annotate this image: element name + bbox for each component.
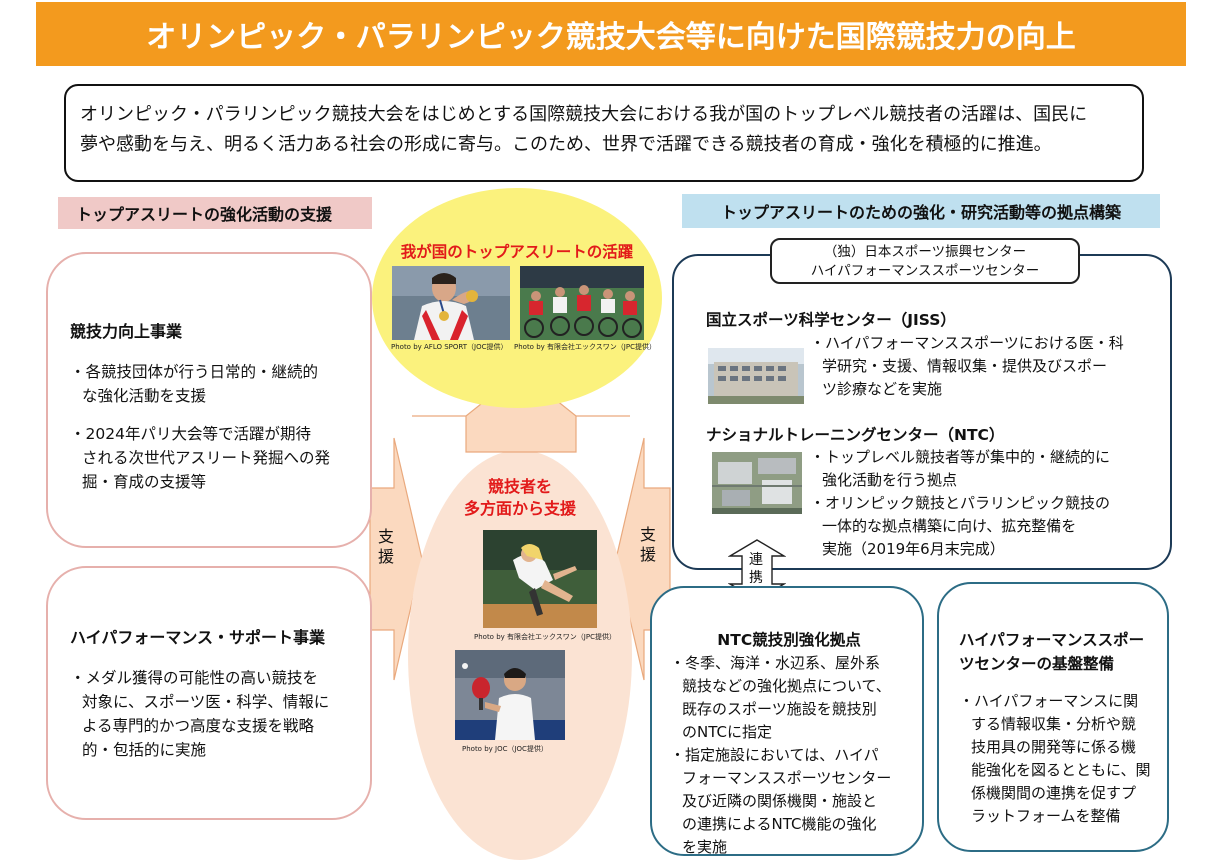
photo-credit-3: Photo by 有限会社エックスワン（JPC提供） [474,633,616,641]
ntc-description: ・トップレベル競技者等が集中的・継続的に 強化活動を行う拠点 ・オリンピック競技… [810,446,1110,561]
ntc-line-4: 一体的な拠点構築に向け、拡充整備を [822,517,1077,535]
ntc-bases-box: NTC競技別強化拠点 ・冬季、海洋・水辺系、屋外系 競技などの強化拠点について、… [650,586,924,856]
ntc-line-3: ・オリンピック競技とパラリンピック競技の [810,494,1111,512]
jiss-building-photo [708,348,804,404]
competitiveness-bullet-2: ・2024年パリ大会等で活躍が期待 される次世代アスリート発掘への発 掘・育成の… [70,422,352,494]
ntc-bases-line-9: を実施 [682,838,728,856]
hpsc-base-box: ハイパフォーマンススポー ツセンターの基盤整備 ・ハイパフォーマンスに関 する情… [937,582,1169,852]
ntc-title: ナショナルトレーニングセンター（NTC） [706,426,1005,444]
ntc-bases-line-2: 競技などの強化拠点について、 [682,677,891,695]
gymnast-photo [392,266,510,340]
support-title-line-2: 多方面から支援 [463,499,576,518]
ntc-line-2: 強化活動を行う拠点 [822,471,958,489]
hpsc-base-line-5: 係機関間の連携を促すプ [971,784,1137,802]
long-jump-photo [483,530,597,628]
support-title: 競技者を 多方面から支援 [420,476,620,520]
ntc-aerial-photo [712,452,802,514]
hpsc-base-title-line-2: ツセンターの基盤整備 [959,655,1115,673]
jiss-description: ・ハイパフォーマンススポーツにおける医・科 学研究・支援、情報収集・提供及びスポ… [810,332,1124,401]
photo-credit-1: Photo by AFLO SPORT（JOC提供） [391,343,508,351]
jiss-line-2: 学研究・支援、情報収集・提供及びスポー [822,357,1108,375]
hpsc-base-description: ・ハイパフォーマンスに関 する情報収集・分析や競 技用具の開発等に係る機 能強化… [959,690,1155,828]
competitiveness-bullet-1-line-2: な強化活動を支援 [82,387,207,405]
hps-bullet-line-1: ・メダル獲得の可能性の高い競技を [70,669,319,687]
left-section-header-text: トップアスリートの強化活動の支援 [76,205,333,224]
left-section-header: トップアスリートの強化活動の支援 [58,197,372,229]
ntc-bases-line-3: 既存のスポーツ施設を競技別 [682,700,877,718]
competitiveness-box: 競技力向上事業 ・各競技団体が行う日常的・継続的 な強化活動を支援 ・2024年… [46,252,372,548]
ntc-bases-line-4: のNTCに指定 [682,723,772,741]
jsc-label: （独）日本スポーツ振興センター ハイパフォーマンススポーツセンター [770,238,1080,284]
wheelchair-team-photo [520,266,644,340]
photo-credit-2: Photo by 有限会社エックスワン（JPC提供） [514,343,656,351]
ntc-bases-line-7: 及び近隣の関係機関・施設と [682,792,878,810]
ntc-bases-description: ・冬季、海洋・水辺系、屋外系 競技などの強化拠点について、 既存のスポーツ施設を… [670,652,908,859]
hpsc-base-line-2: する情報収集・分析や競 [971,715,1137,733]
ntc-bases-line-6: フォーマンススポーツセンター [682,769,892,787]
link-label: 連 携 [749,551,763,587]
intro-line-2: 夢や感動を与え、明るく活力ある社会の形成に寄与。このため、世界で活躍できる競技者… [80,134,1052,155]
hps-bullet-line-3: よる専門的かつ高度な支援を戦略 [82,717,315,735]
table-tennis-photo [455,650,565,740]
support-title-line-1: 競技者を [487,477,552,496]
top-athletes-title: 我が国のトップアスリートの活躍 [400,243,634,261]
hpsc-base-line-3: 技用具の開発等に係る機 [971,738,1137,756]
right-support-char-1: 支 [640,525,657,544]
high-performance-support-bullet: ・メダル獲得の可能性の高い競技を 対象に、スポーツ医・科学、情報に よる専門的か… [70,666,352,762]
right-section-header-text: トップアスリートのための強化・研究活動等の拠点構築 [720,203,1121,222]
left-support-char-1: 支 [378,527,395,546]
high-performance-support-box: ハイパフォーマンス・サポート事業 ・メダル獲得の可能性の高い競技を 対象に、スポ… [46,566,372,820]
page-title: オリンピック・パラリンピック競技大会等に向けた国際競技力の向上 [36,2,1186,66]
hpsc-base-line-6: ラットフォームを整備 [971,807,1121,825]
intro-line-1: オリンピック・パラリンピック競技大会をはじめとする国際競技大会における我が国のト… [80,104,1088,125]
competitiveness-bullet-1: ・各競技団体が行う日常的・継続的 な強化活動を支援 [70,360,352,408]
right-section-header: トップアスリートのための強化・研究活動等の拠点構築 [682,194,1160,228]
right-support-char-2: 援 [640,545,657,564]
hpsc-base-line-4: 能強化を図るとともに、関 [971,761,1151,779]
competitiveness-bullet-2-line-1: ・2024年パリ大会等で活躍が期待 [70,425,311,443]
competitiveness-bullet-2-line-2: される次世代アスリート発掘への発 [82,449,331,467]
jsc-label-line-1: （独）日本スポーツ振興センター [823,244,1027,260]
jiss-line-1: ・ハイパフォーマンススポーツにおける医・科 [810,334,1124,352]
jiss-line-3: ツ診療などを実施 [822,380,943,398]
ntc-bases-line-5: ・指定施設においては、ハイパ [670,746,879,764]
intro-box: オリンピック・パラリンピック競技大会をはじめとする国際競技大会における我が国のト… [64,84,1144,182]
ntc-line-5: 実施（2019年6月末完成） [822,540,1005,558]
photo-credit-4: Photo by JOC（JOC提供） [462,745,548,753]
ntc-line-1: ・トップレベル競技者等が集中的・継続的に [810,448,1111,466]
hpsc-base-line-1: ・ハイパフォーマンスに関 [959,692,1139,710]
left-support-label: 支 援 [378,527,394,567]
hpsc-base-title-line-1: ハイパフォーマンススポー [959,631,1145,649]
competitiveness-bullet-1-line-1: ・各競技団体が行う日常的・継続的 [70,363,319,381]
page-title-text: オリンピック・パラリンピック競技大会等に向けた国際競技力の向上 [146,20,1076,55]
hps-bullet-line-4: 的・包括的に実施 [82,741,207,759]
hpsc-base-title: ハイパフォーマンススポー ツセンターの基盤整備 [959,628,1155,676]
right-support-label: 支 援 [640,525,656,565]
hpsc-box [672,254,1172,570]
high-performance-support-title: ハイパフォーマンス・サポート事業 [70,628,326,647]
jsc-label-line-2: ハイパフォーマンススポーツセンター [810,263,1040,279]
ntc-bases-line-8: の連携によるNTC機能の強化 [682,815,877,833]
competitiveness-bullet-2-line-3: 掘・育成の支援等 [82,473,207,491]
left-support-char-2: 援 [378,547,395,566]
link-char-2: 携 [749,570,763,586]
link-char-1: 連 [749,552,763,568]
hps-bullet-line-2: 対象に、スポーツ医・科学、情報に [82,693,330,711]
jiss-title: 国立スポーツ科学センター（JISS） [706,311,956,329]
ntc-bases-line-1: ・冬季、海洋・水辺系、屋外系 [670,654,881,672]
left-support-arrow [369,437,423,681]
competitiveness-title: 競技力向上事業 [70,322,183,341]
ntc-bases-title: NTC競技別強化拠点 [717,631,861,649]
